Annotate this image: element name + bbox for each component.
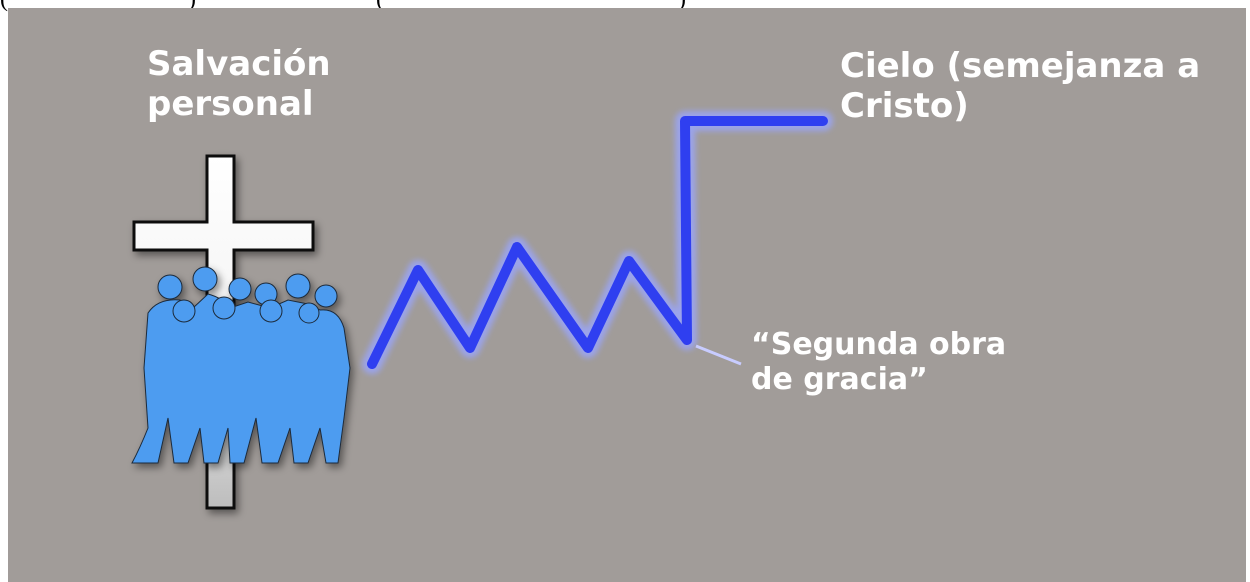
second-work-label: “Segunda obra de gracia” — [751, 327, 1006, 398]
salvation-label-line-1: Salvación — [147, 44, 331, 84]
second-work-pointer-line — [695, 344, 742, 366]
sanctification-path — [362, 111, 833, 374]
heaven-label: Cielo (semejanza a Cristo) — [840, 46, 1200, 126]
second-work-label-line-2: de gracia” — [751, 362, 928, 398]
cropped-header-text: ( ) ( ) — [0, 0, 1250, 11]
salvation-label-line-2: personal — [147, 84, 314, 125]
diagram-slide: Salvación personal Cielo (semejanza a Cr… — [8, 8, 1246, 582]
people-silhouette-icon — [131, 266, 351, 464]
heaven-label-line-1: Cielo (semejanza a — [840, 46, 1201, 86]
heaven-label-line-2: Cristo) — [840, 86, 969, 127]
second-work-label-line-1: “Segunda obra — [751, 327, 1007, 362]
diagram-canvas — [131, 111, 833, 510]
salvation-label: Salvación personal — [147, 44, 331, 124]
